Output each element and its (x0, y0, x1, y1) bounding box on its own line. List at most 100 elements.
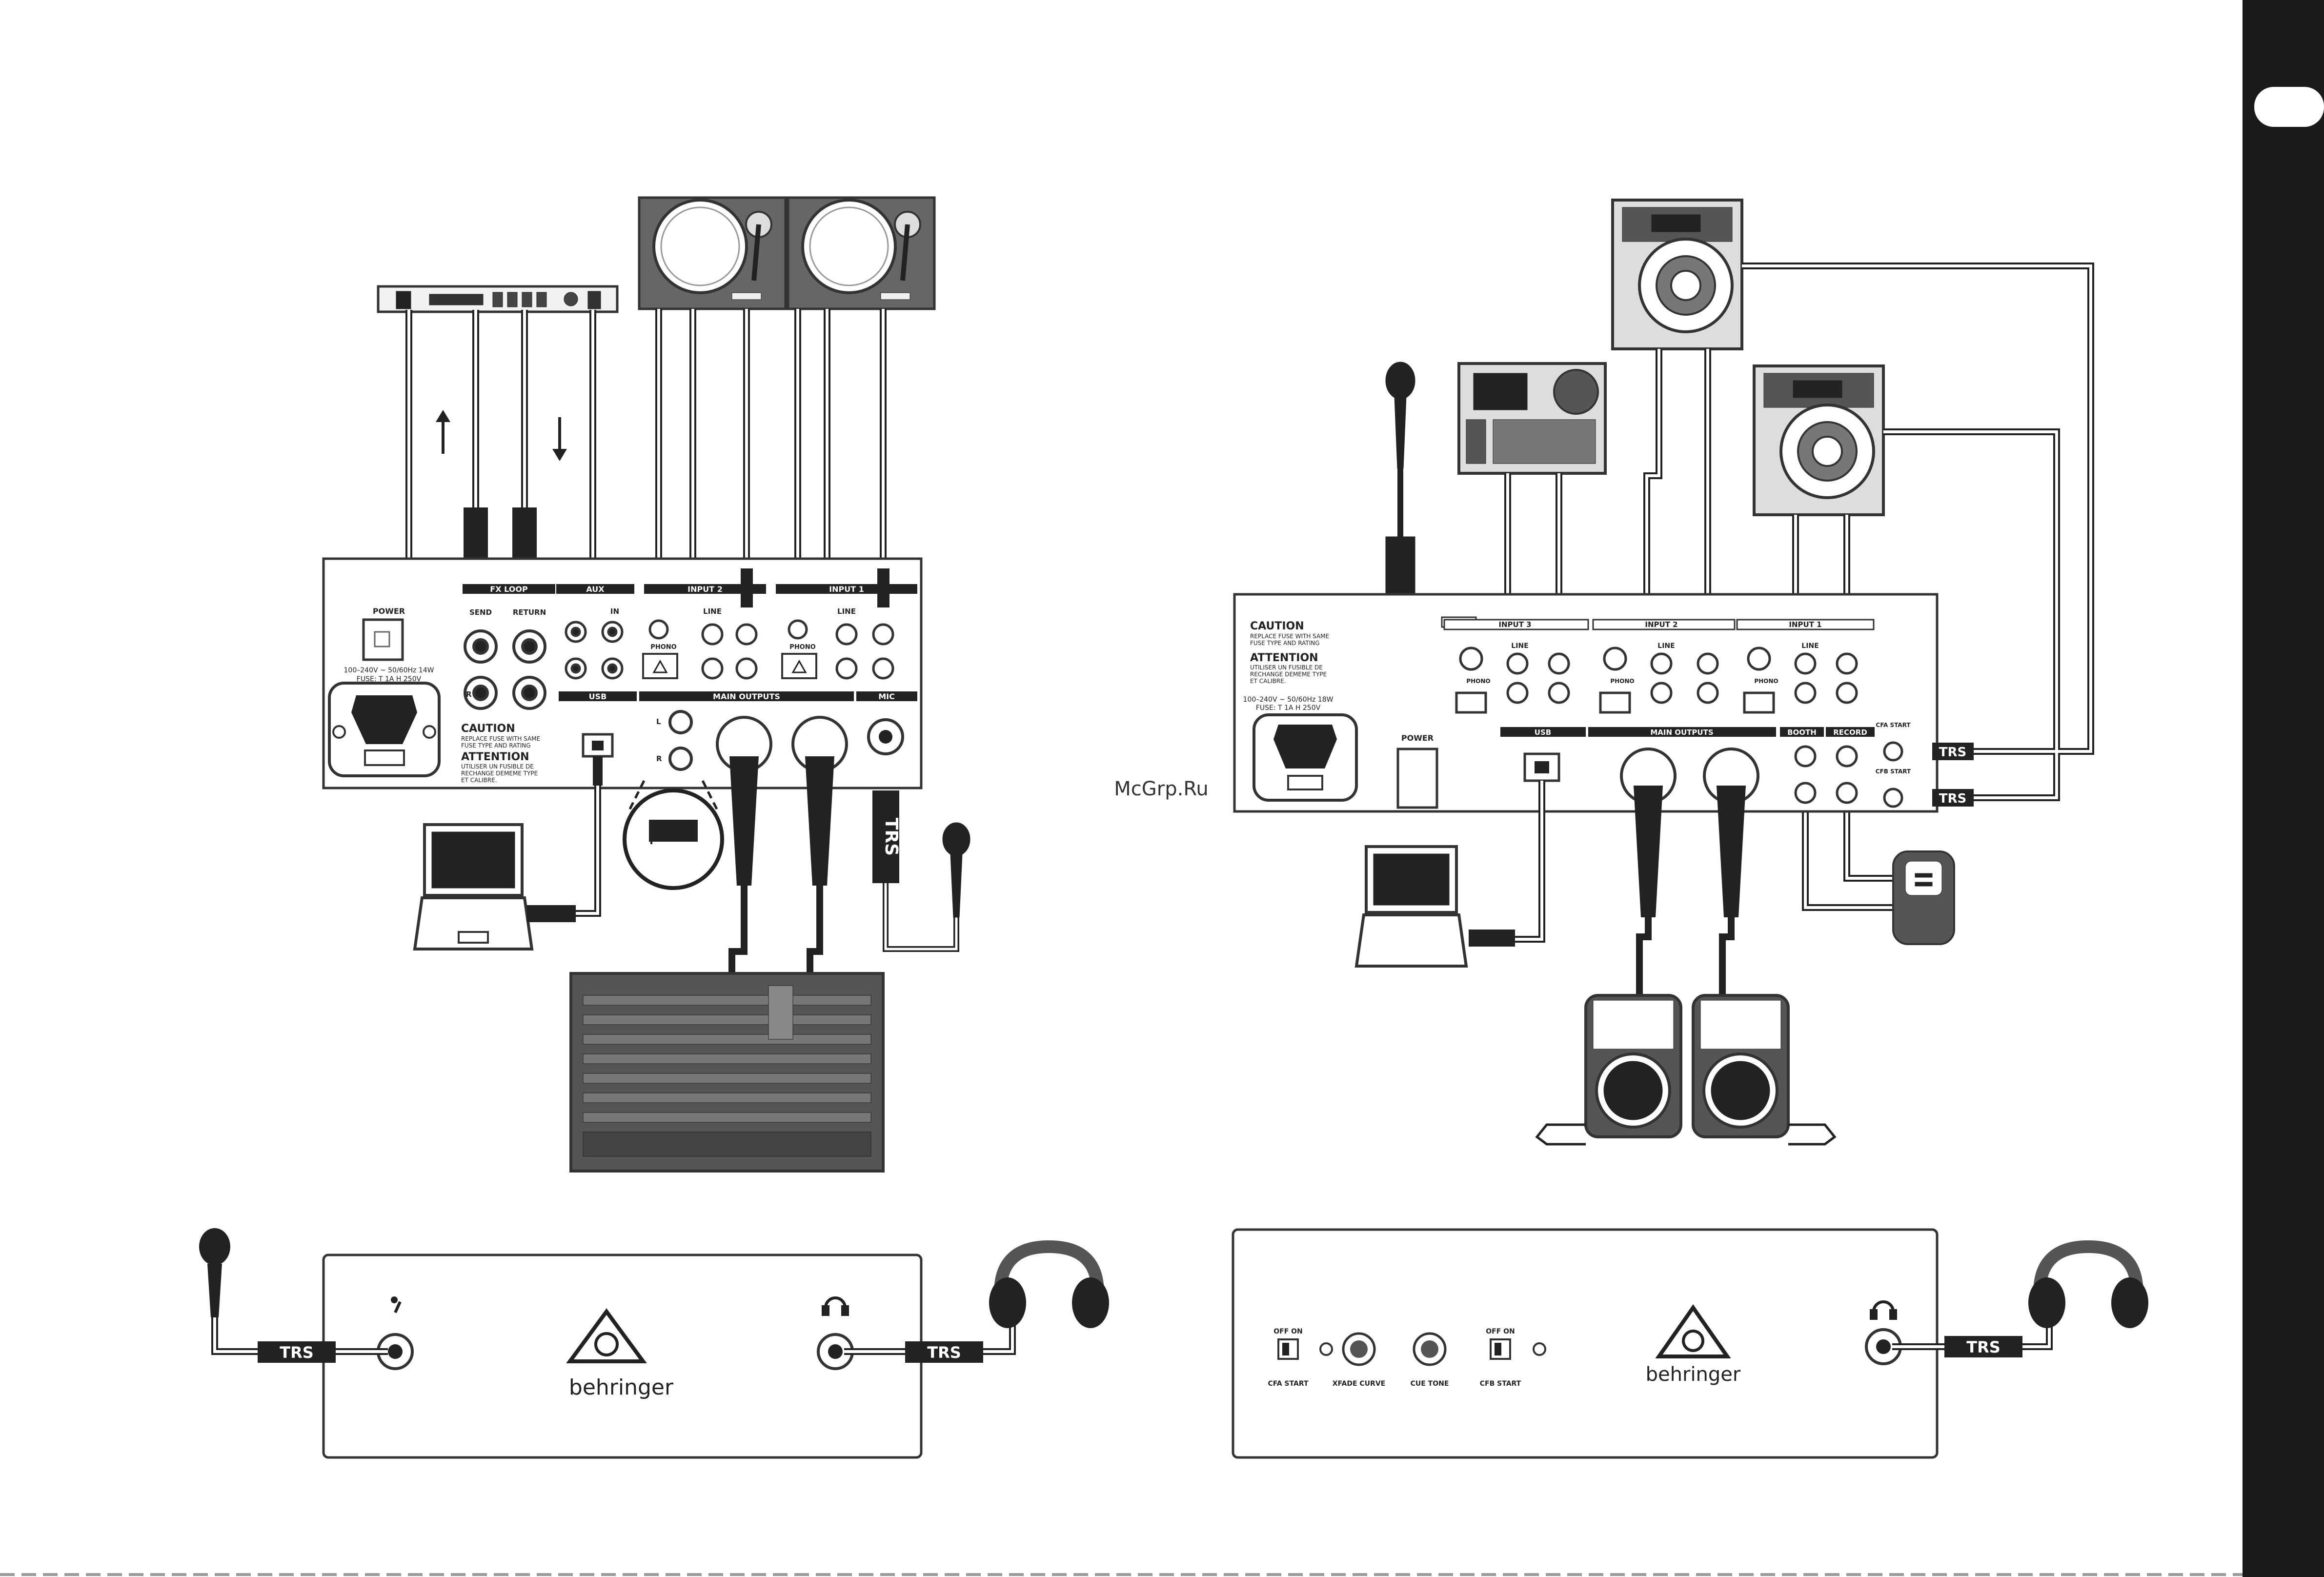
caution-title: CAUTION (461, 723, 515, 735)
headphones-left (989, 1240, 1109, 1328)
power-label: POWER (373, 607, 405, 616)
sampler (1457, 362, 1607, 475)
fx-loop-label: FX LOOP (490, 585, 528, 594)
voltage-text: 100–240V ~ 50/60Hz 14W (344, 667, 434, 674)
usb-label-r: USB (1535, 728, 1551, 737)
fuse-r: FUSE: T 1A H 250V (1256, 704, 1321, 712)
return-label: RETURN (513, 608, 546, 617)
in1-line: LINE (1801, 642, 1819, 650)
recorder-device (1892, 850, 1955, 945)
right-setup: CAUTION REPLACE FUSE WITH SAME FUSE TYPE… (1233, 199, 2094, 1146)
input1-phono: PHONO (789, 644, 815, 651)
cfa-offon: OFF ON (1273, 1328, 1303, 1335)
input2-label-r: INPUT 2 (1645, 620, 1677, 629)
caution-line-2: FUSE TYPE AND RATING (461, 742, 531, 749)
watermark-text: McGrp.Ru (1114, 778, 1208, 800)
headphones-icon-right (1870, 1300, 1897, 1320)
aux-in-jacks (565, 621, 624, 680)
cfb-trs-tag: TRS (1939, 791, 1966, 806)
fuse-text: FUSE: T 1A H 250V (357, 675, 422, 683)
turntable-1 (638, 196, 787, 310)
cfb-start-r: CFB START (1876, 768, 1911, 775)
attention-line-3: ET CALIBRE. (461, 777, 497, 784)
microphone-left (942, 822, 970, 918)
speaker-left (1584, 994, 1682, 1138)
headphones-right (2028, 1240, 2148, 1328)
headphones-icon (822, 1296, 849, 1316)
input2-label: INPUT 2 (687, 585, 723, 594)
cue-tone-front: CUE TONE (1411, 1380, 1449, 1388)
input3-label-r: INPUT 3 (1498, 620, 1531, 629)
attention-r-line-2: RECHANGE DEMEME TYPE (1250, 671, 1327, 678)
send-label: SEND (469, 608, 492, 617)
speaker-right (1692, 994, 1790, 1138)
attention-title: ATTENTION (461, 751, 529, 763)
in3-phono: PHONO (1466, 678, 1490, 685)
cfa-start-r: CFA START (1876, 722, 1911, 728)
mic-icon (391, 1296, 402, 1314)
main-out-l: L (656, 717, 661, 726)
booth-label-r: BOOTH (1787, 728, 1817, 737)
cfb-offon: OFF ON (1486, 1328, 1515, 1335)
attention-r-line-3: ET CALIBRE. (1250, 678, 1286, 685)
cfb-start-front: CFB START (1480, 1380, 1521, 1388)
fx-loop-jacks (464, 629, 546, 710)
laptop-right (1354, 845, 1468, 968)
page-side-tab (2243, 0, 2324, 1577)
front-hp-trs-left: TRS (927, 1343, 961, 1362)
cd-player-2 (1753, 364, 1885, 516)
caution-line-1: REPLACE FUSE WITH SAME (461, 735, 540, 742)
attention-title-r: ATTENTION (1250, 652, 1318, 664)
behringer-logo-right (1655, 1304, 1731, 1358)
in2-line: LINE (1657, 642, 1675, 650)
power-switch[interactable] (362, 618, 404, 661)
handheld-microphone (199, 1228, 230, 1317)
behringer-logo-left (566, 1308, 647, 1363)
usb-label: USB (589, 692, 607, 701)
attention-line-2: RECHANGE DEMEME TYPE (461, 770, 538, 777)
cfa-start-front: CFA START (1268, 1380, 1308, 1388)
front-panel-right: behringer OFF ON CFA START XFADE CURVE C… (1232, 1228, 2148, 1459)
cfa-start-switch[interactable] (1277, 1338, 1299, 1360)
voltage-r: 100–240V ~ 50/60Hz 18W (1243, 696, 1334, 704)
in1-phono: PHONO (1754, 678, 1778, 685)
mic-trs-label: TRS (881, 818, 901, 856)
input1-label-r: INPUT 1 (1789, 620, 1821, 629)
power-label-r: POWER (1401, 733, 1434, 743)
aux-in-label: IN (610, 607, 619, 616)
caution-r-line-1: REPLACE FUSE WITH SAME (1250, 633, 1329, 640)
attention-line-1: UTILISER UN FUSIBLE DE (461, 763, 534, 770)
caution-r-line-2: FUSE TYPE AND RATING (1250, 640, 1320, 647)
record-label-r: RECORD (1833, 728, 1867, 737)
in2-phono: PHONO (1610, 678, 1634, 685)
analog-mixer (569, 972, 885, 1173)
input1-label: INPUT 1 (829, 585, 864, 594)
front-mic-trs: TRS (280, 1343, 314, 1362)
main-outputs-label-r: MAIN OUTPUTS (1650, 728, 1713, 737)
fx-r-label: R (466, 690, 472, 699)
main-outputs-label: MAIN OUTPUTS (713, 692, 780, 701)
mic-label: MIC (878, 692, 895, 701)
attention-r-line-1: UTILISER UN FUSIBLE DE (1250, 664, 1323, 671)
cfa-trs-tag: TRS (1939, 745, 1966, 760)
page-tab-marker (2254, 87, 2324, 127)
input2-phono: PHONO (650, 644, 676, 651)
turntable-2 (787, 196, 936, 310)
power-switch-r[interactable] (1396, 748, 1438, 809)
effects-processor (377, 285, 619, 313)
left-setup: FX LOOP AUX INPUT 2 INPUT 1 USB MAIN OUT… (322, 196, 970, 1173)
laptop-left (413, 823, 534, 950)
caution-title-r: CAUTION (1250, 620, 1304, 632)
input2-line: LINE (703, 607, 722, 616)
aux-label: AUX (586, 585, 605, 594)
input1-line: LINE (837, 607, 856, 616)
cd-player-1 (1611, 199, 1743, 350)
in3-line: LINE (1511, 642, 1528, 650)
xfade-curve-front: XFADE CURVE (1333, 1380, 1385, 1388)
brand-left: behringer (569, 1375, 674, 1400)
main-out-r: R (656, 754, 662, 763)
front-panel-left: behringer TRS TRS (199, 1228, 1109, 1459)
front-hp-trs-right: TRS (1966, 1338, 2001, 1356)
brand-right: behringer (1646, 1363, 1741, 1386)
